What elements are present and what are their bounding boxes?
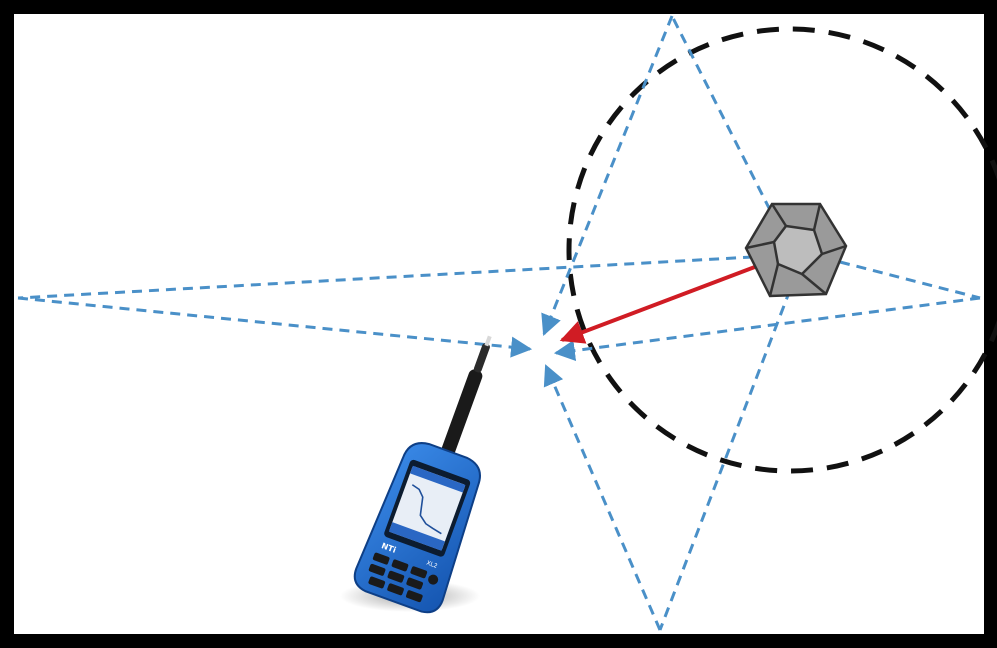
- reflection-left-incident: [17, 254, 771, 300]
- reflection-top-incident: [670, 15, 772, 211]
- reflection-right-incident: [839, 260, 981, 300]
- reflection-right-arrival: [553, 296, 981, 361]
- reflection-left-arrival: [17, 296, 533, 358]
- distance-circle: [566, 26, 997, 474]
- reflection-bottom-arrival: [543, 364, 662, 631]
- reflection-top-arrival: [541, 15, 674, 336]
- dodecahedron-loudspeaker-icon: [744, 202, 848, 298]
- meter-model: XL2: [425, 560, 438, 570]
- meter-microphone-shaft: [436, 369, 483, 470]
- reflection-bottom-incident: [658, 289, 792, 631]
- meter-screen-graph: [411, 484, 442, 535]
- reflection-paths: [17, 15, 981, 631]
- direct-sound-path: [559, 260, 769, 344]
- sound-level-meter-icon: NTi XL2: [340, 335, 492, 614]
- room-area: [14, 14, 984, 634]
- meter-keypad: [368, 552, 439, 603]
